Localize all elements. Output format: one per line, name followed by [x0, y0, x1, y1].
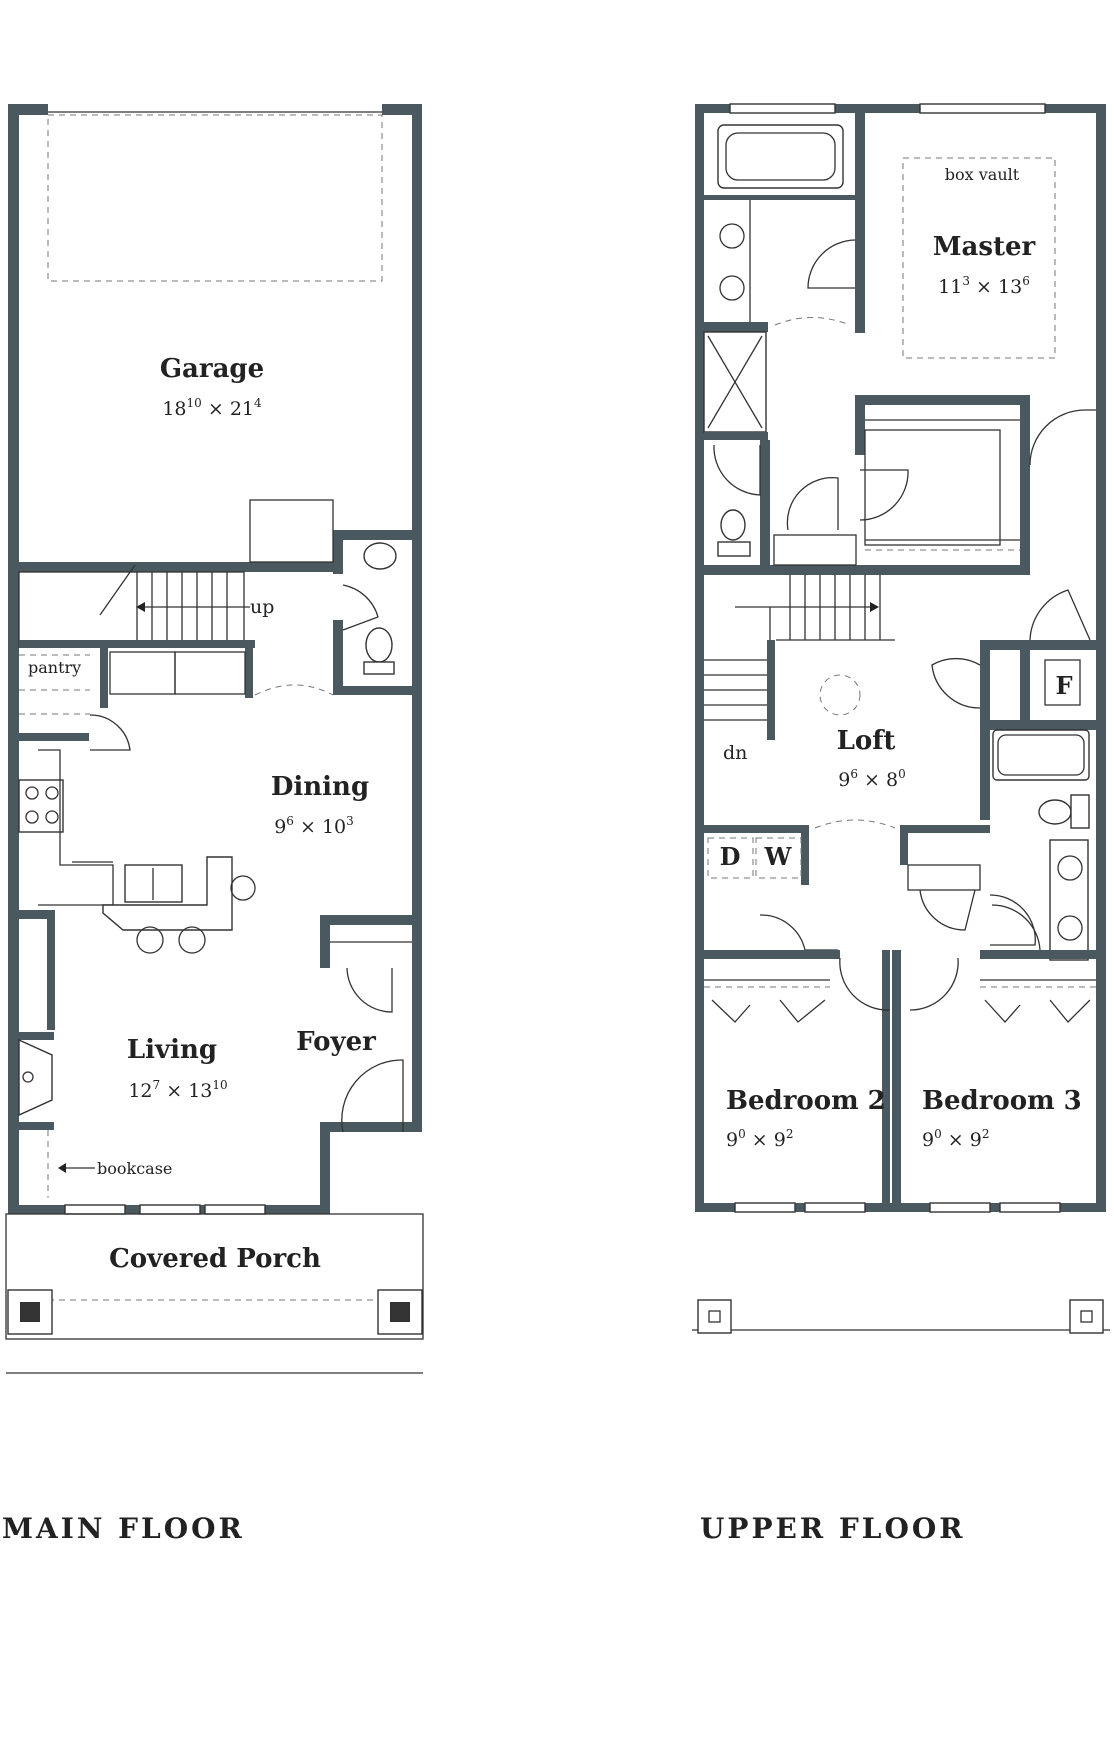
box-vault-label: box vault	[945, 165, 1020, 184]
living-label: Living	[127, 1035, 217, 1065]
bedroom2-label: Bedroom 2	[726, 1086, 886, 1116]
foyer-label: Foyer	[296, 1027, 376, 1057]
bookcase-label: bookcase	[97, 1159, 172, 1178]
washer-label: W	[764, 842, 793, 871]
furnace-label: F	[1055, 671, 1072, 700]
stair-down-label: dn	[723, 742, 747, 764]
covered-porch-label: Covered Porch	[109, 1244, 321, 1274]
bedroom3-label: Bedroom 3	[922, 1086, 1082, 1116]
garage-dimensions: 1810 × 214	[162, 396, 262, 420]
pantry-label: pantry	[28, 658, 81, 677]
loft-label: Loft	[837, 726, 896, 756]
stair-up-label: up	[250, 596, 274, 618]
dryer-label: D	[720, 842, 741, 871]
dining-label: Dining	[271, 772, 369, 802]
upper-floor-title: UPPER FLOOR	[700, 1512, 966, 1545]
main-floor-title: MAIN FLOOR	[2, 1512, 245, 1545]
garage-label: Garage	[160, 354, 264, 384]
dining-dimensions: 96 × 103	[274, 814, 354, 838]
bookcase-arrow	[58, 1163, 95, 1173]
main-floor-plan	[5, 104, 424, 1374]
bedroom3-dimensions: 90 × 92	[922, 1127, 989, 1151]
living-dimensions: 127 × 1310	[128, 1078, 227, 1102]
loft-dimensions: 96 × 80	[838, 767, 905, 791]
bedroom2-dimensions: 90 × 92	[726, 1127, 793, 1151]
upper-floor-plan	[692, 103, 1110, 1334]
master-label: Master	[933, 232, 1036, 262]
master-dimensions: 113 × 136	[938, 274, 1030, 298]
